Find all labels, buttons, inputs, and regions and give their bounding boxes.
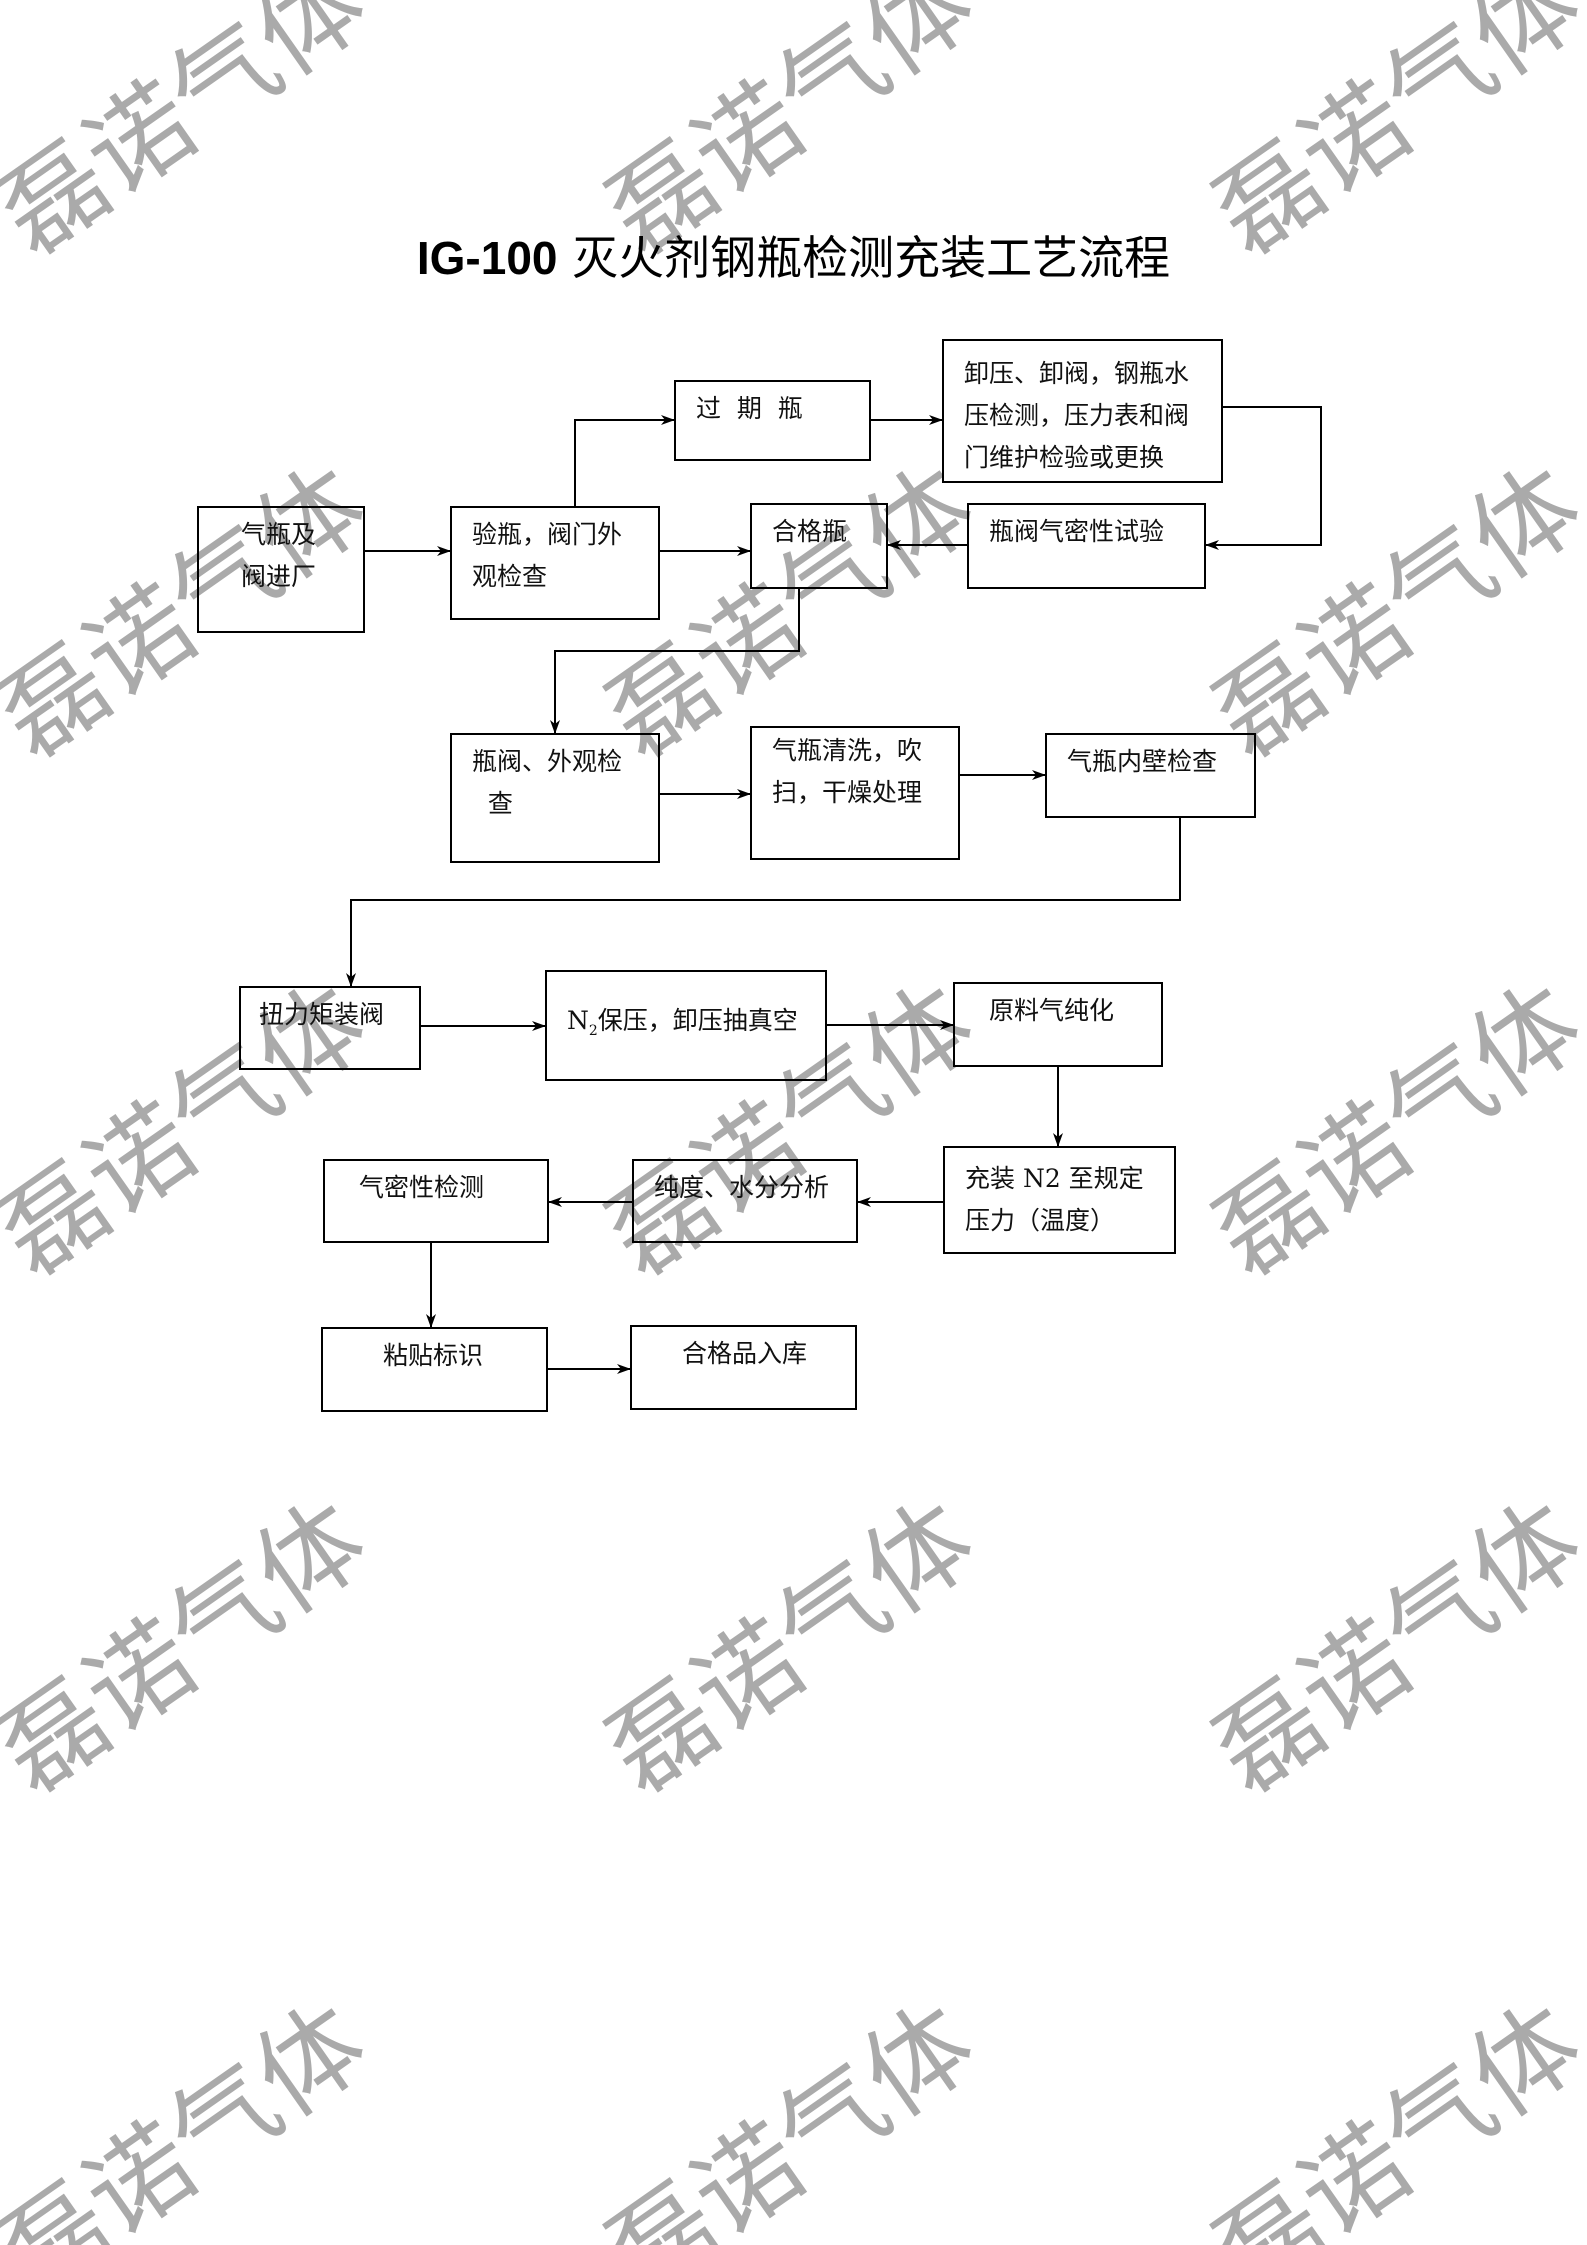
arrow-hydro-valveleak [1205,406,1322,550]
step-text: 瓶阀气密性试验 [989,517,1165,546]
step-text: 合格瓶 [772,517,848,546]
step-text: 气瓶内壁检查 [1067,747,1218,776]
step-valve-visual: 瓶阀、外观检 查 [450,733,660,863]
step-inspect: 验瓶，阀门外观检查 [450,506,660,620]
step-text: 气密性检测 [359,1173,485,1202]
arrow-inspect-expired [574,415,675,506]
step-text: 充装 N2 至规定 [965,1164,1144,1193]
step-text: 阀进厂 [241,562,317,591]
step-text: 粘贴标识 [383,1341,484,1370]
step-text: 压力（温度） [965,1206,1116,1235]
step-n2-hold: N2保压，卸压抽真空 [545,970,827,1081]
step-torque: 扭力矩装阀 [239,986,421,1070]
subscript: 2 [588,1023,598,1039]
step-label: 粘贴标识 [321,1327,548,1412]
step-purify: 原料气纯化 [953,982,1163,1067]
step-text: 验瓶，阀门外 [472,520,623,549]
step-text: 观检查 [472,562,548,591]
title-code: IG-100 [416,232,558,284]
step-qualified: 合格瓶 [750,503,888,589]
step-text: 气瓶清洗，吹 [772,736,923,765]
step-text: 原料气纯化 [989,996,1115,1025]
step-text: 压检测，压力表和阀 [964,401,1190,430]
step-text: 瓶阀、外观检 [472,747,623,776]
step-clean: 气瓶清洗，吹扫，干燥处理 [750,726,960,860]
step-storage: 合格品入库 [630,1325,857,1410]
step-text: N [567,1006,589,1035]
step-text: 合格品入库 [682,1339,808,1368]
step-text: 过 期 瓶 [696,394,803,423]
step-text: 扫，干燥处理 [772,778,923,807]
arrow-innerwall-torque [346,818,1181,987]
step-text: 扭力矩装阀 [259,1000,385,1029]
step-valve-leak: 瓶阀气密性试验 [967,503,1206,589]
step-text: 查 [472,789,513,818]
step-text: 门维护检验或更换 [964,443,1165,472]
step-leak-test: 气密性检测 [323,1159,549,1243]
title-text: 灭火剂钢瓶检测充装工艺流程 [557,231,1171,285]
step-hydro: 卸压、卸阀，钢瓶水压检测，压力表和阀门维护检验或更换 [942,339,1223,483]
step-text: 气瓶及 [241,520,317,549]
step-expired: 过 期 瓶 [674,380,871,461]
step-analysis: 纯度、水分分析 [632,1159,858,1243]
arrow-qualified-valvevisual [550,589,800,734]
step-text: 纯度、水分分析 [654,1173,830,1202]
page-title: IG-100 灭火剂钢瓶检测充装工艺流程 [0,222,1587,288]
step-inner-wall: 气瓶内壁检查 [1045,733,1256,818]
step-text: 卸压、卸阀，钢瓶水 [964,359,1190,388]
step-fill: 充装 N2 至规定压力（温度） [943,1146,1176,1254]
step-text: 保压，卸压抽真空 [597,1006,798,1035]
step-arrival: 气瓶及阀进厂 [197,506,365,633]
